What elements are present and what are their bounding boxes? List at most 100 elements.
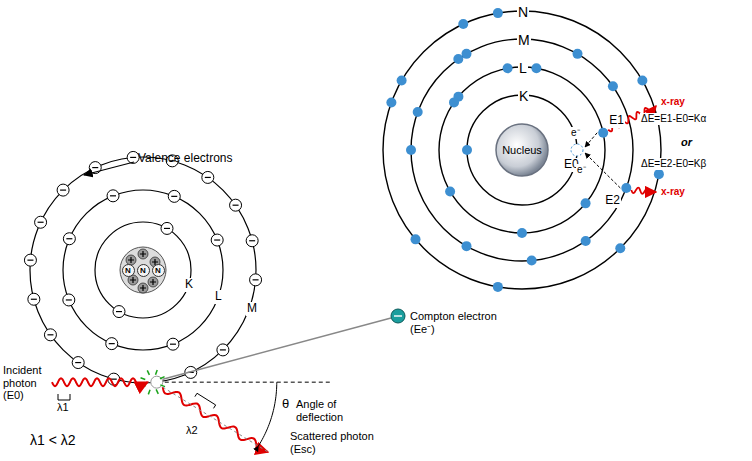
electron-dot bbox=[493, 282, 503, 292]
electron bbox=[211, 234, 223, 246]
particle-label: Incident photon (E0) bbox=[3, 364, 51, 402]
electron-dot bbox=[411, 234, 421, 244]
electron-dot bbox=[453, 54, 463, 64]
electron-dot bbox=[608, 81, 618, 91]
electron bbox=[57, 184, 69, 196]
electron bbox=[106, 338, 118, 350]
electron-sign bbox=[249, 240, 255, 241]
xray-wave bbox=[631, 188, 656, 194]
particle-label: Scattered photon (Esc) bbox=[290, 430, 382, 455]
electron bbox=[44, 329, 56, 341]
electron-dot bbox=[493, 8, 503, 18]
proton bbox=[128, 275, 138, 285]
electron bbox=[168, 190, 180, 202]
electron-sign bbox=[220, 349, 226, 350]
particle-label: Compton electron (Ee⁻) bbox=[410, 310, 498, 335]
energy-level-label: E1 bbox=[608, 114, 625, 128]
neutron-label: N bbox=[122, 264, 135, 277]
energy-equation: ΔE=E2-E0=Kβ bbox=[640, 158, 707, 170]
nucleus-outline bbox=[120, 247, 166, 293]
leader-arrow bbox=[84, 162, 134, 175]
electron-sign bbox=[38, 222, 44, 223]
electron-dot bbox=[458, 19, 468, 29]
electron-dot bbox=[397, 76, 407, 86]
electron-sign bbox=[47, 334, 53, 335]
nucleus-label: Nucleus bbox=[502, 144, 542, 156]
proton bbox=[148, 277, 158, 287]
proton-sign bbox=[130, 277, 136, 283]
electron-symbol: e⁻ bbox=[576, 164, 587, 176]
shell-letter: L bbox=[214, 290, 223, 304]
wavelength-symbol: λ1 bbox=[57, 401, 69, 414]
electron-dot bbox=[503, 63, 513, 73]
electron-sign bbox=[214, 239, 220, 240]
electron-sign bbox=[75, 362, 81, 363]
electron-sign bbox=[253, 279, 259, 280]
electron-shell bbox=[63, 190, 223, 350]
electron-sign bbox=[170, 344, 176, 345]
angle-arc bbox=[258, 382, 276, 446]
electron-dot bbox=[621, 183, 631, 193]
proton-sign bbox=[150, 279, 156, 285]
electron bbox=[250, 274, 262, 286]
electron-sign bbox=[92, 167, 98, 168]
electron-dot bbox=[637, 76, 647, 86]
electron-sign bbox=[66, 238, 72, 239]
electron-shell bbox=[411, 39, 633, 261]
electron-dot bbox=[527, 256, 537, 266]
electron bbox=[72, 357, 84, 369]
electron-dot bbox=[449, 97, 459, 107]
electron bbox=[63, 294, 75, 306]
shell-letter: K bbox=[184, 278, 194, 292]
electron bbox=[35, 216, 47, 228]
electrons bbox=[24, 151, 261, 385]
burst-ray bbox=[156, 389, 158, 394]
electron-sign bbox=[233, 205, 239, 206]
electron bbox=[63, 233, 75, 245]
angle-label: Angle of deflection bbox=[296, 398, 366, 423]
electron-sign bbox=[116, 311, 122, 312]
electron-shell bbox=[95, 222, 191, 318]
electron bbox=[217, 344, 229, 356]
vacancy bbox=[571, 144, 583, 156]
electron-dot bbox=[445, 187, 455, 197]
shell-letter: N bbox=[517, 4, 529, 20]
electron-sign bbox=[130, 157, 136, 158]
electron-track bbox=[163, 318, 391, 379]
transition-arrow bbox=[585, 133, 597, 147]
xray-atom bbox=[383, 8, 664, 292]
electron bbox=[24, 254, 36, 266]
electron-dot bbox=[581, 198, 591, 208]
electron-shell bbox=[383, 11, 661, 289]
pointer-label: Valence electrons bbox=[138, 152, 233, 166]
electron-sign bbox=[110, 195, 116, 196]
electron-dot bbox=[654, 169, 664, 179]
compton-electron bbox=[391, 309, 405, 323]
electron-sign bbox=[205, 177, 211, 178]
electron-dot bbox=[462, 241, 472, 251]
electron-dot bbox=[413, 107, 423, 117]
neutron-label: N bbox=[137, 264, 150, 277]
electron bbox=[246, 235, 258, 247]
compton-atom bbox=[24, 151, 405, 452]
electron-sign bbox=[171, 196, 177, 197]
wavelength-relation: λ1 < λ2 bbox=[30, 432, 76, 448]
wavelength-symbol: λ2 bbox=[186, 424, 198, 437]
electron-dot bbox=[406, 145, 416, 155]
burst-ray bbox=[141, 378, 146, 380]
electron-dot bbox=[573, 49, 583, 59]
electron bbox=[107, 190, 119, 202]
proton bbox=[138, 283, 148, 293]
electron bbox=[161, 222, 173, 234]
electron bbox=[202, 171, 214, 183]
electron-sign bbox=[109, 343, 115, 344]
transition-arrow bbox=[585, 153, 620, 188]
energy-level-label: E2 bbox=[604, 194, 621, 208]
electron-shell bbox=[30, 157, 256, 383]
electron-symbol: e⁻ bbox=[570, 127, 581, 139]
shell-letter: L bbox=[518, 60, 528, 76]
electron-dot bbox=[386, 97, 396, 107]
shell-letter: M bbox=[517, 32, 531, 48]
burst-ray bbox=[148, 390, 150, 395]
